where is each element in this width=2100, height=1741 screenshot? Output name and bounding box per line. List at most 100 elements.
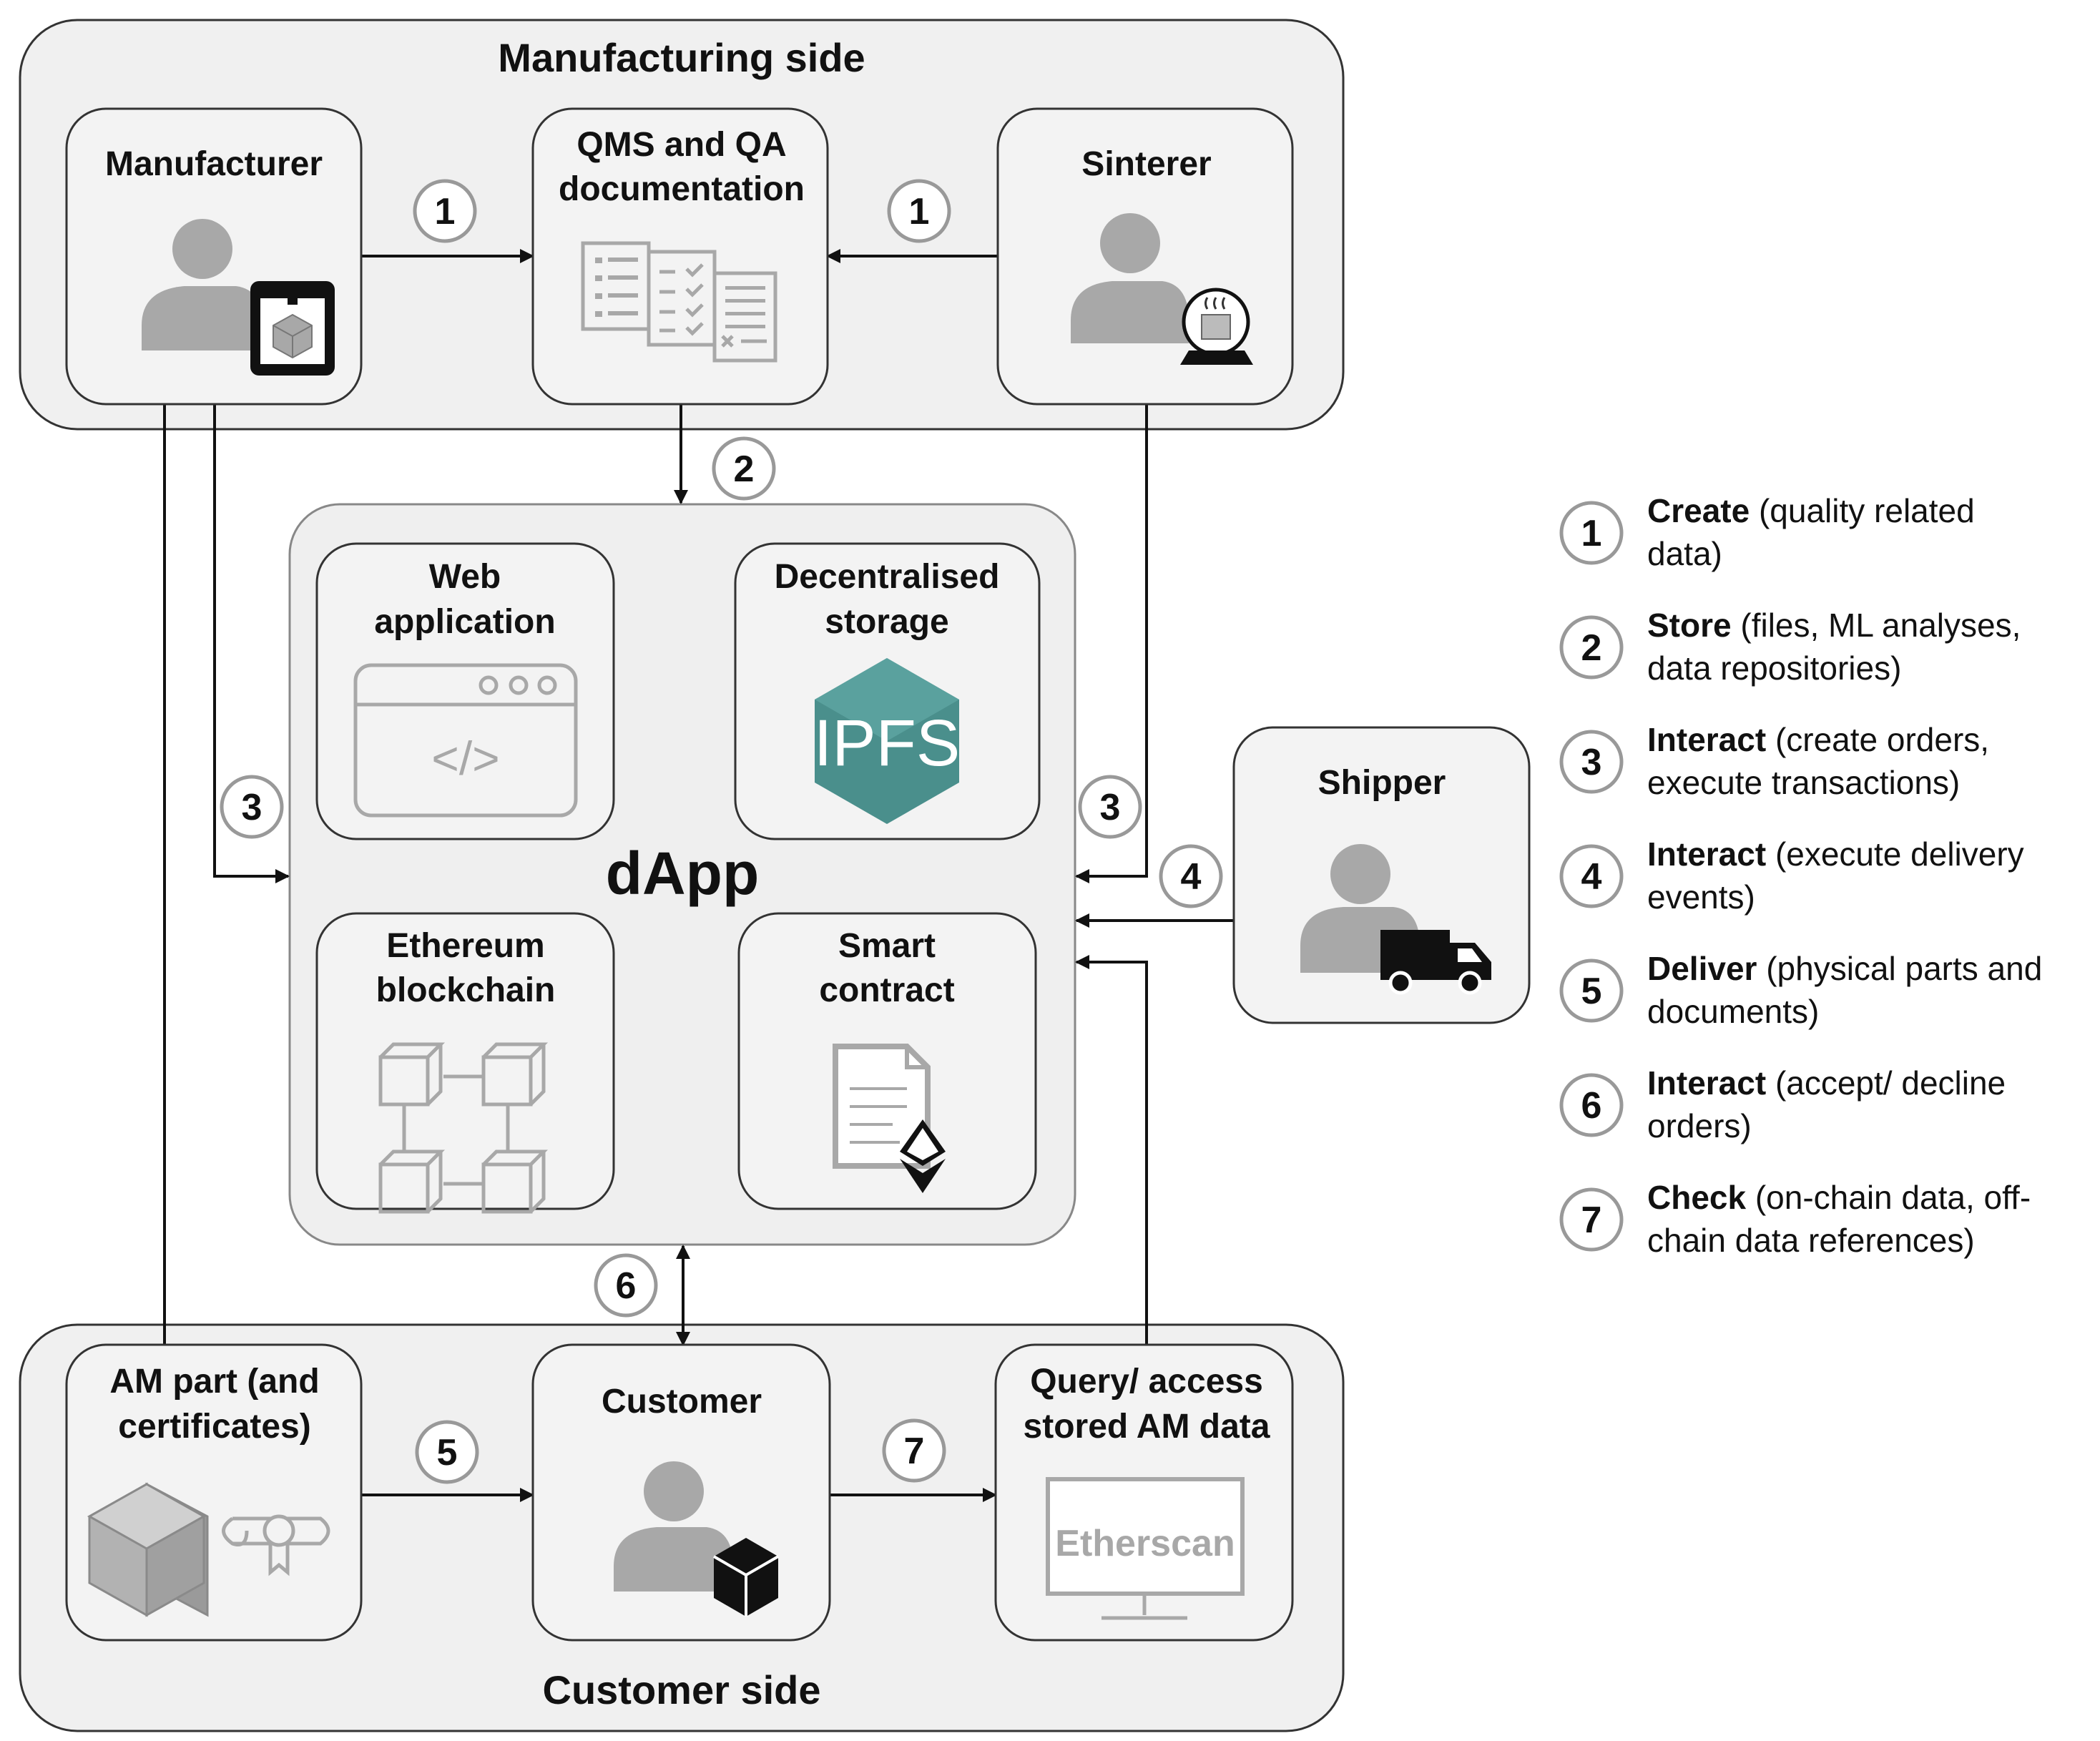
legend-verb: Interact (1647, 721, 1766, 758)
legend-number: 5 (1581, 971, 1602, 1012)
edge-badge: 3 (1078, 775, 1142, 839)
legend-number: 2 (1581, 627, 1602, 669)
manufacturer-label: Manufacturer (105, 145, 323, 183)
svg-text:Check (on-chain data, off-: Check (on-chain data, off- (1647, 1179, 2031, 1216)
legend-item: 6 Interact (accept/ decline orders) (1559, 1064, 2006, 1144)
legend-detail: orders) (1647, 1107, 1752, 1144)
legend-verb: Store (1647, 607, 1732, 644)
customer-node: Customer (531, 1343, 831, 1642)
legend-detail: (accept/ decline (1766, 1064, 2006, 1102)
legend-detail: (create orders, (1766, 721, 1989, 758)
svg-text:Create (quality related: Create (quality related (1647, 492, 1975, 529)
query-label-line2: stored AM data (1024, 1408, 1270, 1446)
edge-badges: 1 1 2 3 3 4 6 5 7 (220, 179, 1223, 1484)
manufacturing-side-title: Manufacturing side (498, 35, 865, 80)
svg-text:2: 2 (734, 448, 755, 490)
legend-verb: Interact (1647, 835, 1766, 873)
legend-detail: (quality related (1750, 492, 1975, 529)
dapp-title: dApp (606, 840, 760, 907)
svg-text:4: 4 (1181, 856, 1202, 898)
legend-detail: events) (1647, 878, 1755, 916)
legend-number: 1 (1581, 513, 1602, 554)
legend-item: 7 Check (on-chain data, off- chain data … (1559, 1179, 2031, 1259)
web-application-node: Web application </> (315, 542, 615, 840)
edge-badge: 1 (887, 179, 951, 243)
delivery-truck-icon (1380, 930, 1491, 995)
legend-detail: (physical parts and (1757, 950, 2042, 987)
svg-text:1: 1 (909, 191, 930, 232)
legend-item: 1 Create (quality related data) (1559, 492, 1975, 572)
svg-text:5: 5 (437, 1432, 458, 1473)
smart-contract-label-line1: Smart (838, 927, 936, 965)
legend-item: 2 Store (files, ML analyses, data reposi… (1559, 607, 2021, 687)
svg-text:6: 6 (616, 1265, 637, 1307)
edge-badge: 2 (712, 436, 776, 501)
customer-label: Customer (602, 1383, 762, 1421)
legend-item: 4 Interact (execute delivery events) (1559, 835, 2024, 916)
ethereum-blockchain-node: Ethereum blockchain (315, 912, 615, 1214)
legend-detail: (execute delivery (1766, 835, 2024, 873)
am-part-label-line1: AM part (and (109, 1363, 319, 1401)
person-icon (1071, 213, 1189, 343)
person-icon (614, 1461, 733, 1592)
edge-badge: 4 (1159, 844, 1223, 908)
legend-verb: Check (1647, 1179, 1746, 1216)
package-cube-icon (712, 1538, 780, 1617)
svg-text:Interact (accept/ decline: Interact (accept/ decline (1647, 1064, 2006, 1102)
smart-contract-label-line2: contract (819, 971, 954, 1009)
svg-text:3: 3 (1100, 787, 1121, 828)
blockchain-cubes-icon (378, 1042, 549, 1214)
svg-text:Store (files, ML analyses,: Store (files, ML analyses, (1647, 607, 2021, 644)
sintering-furnace-icon (1180, 288, 1253, 365)
qms-label-line1: QMS and QA (576, 126, 786, 164)
documents-icon (581, 241, 777, 363)
qms-documentation-node: QMS and QA documentation (531, 107, 829, 406)
legend-detail: (files, ML analyses, (1732, 607, 2021, 644)
am-part-label-line2: certificates) (118, 1408, 310, 1446)
webapp-label-line1: Web (429, 558, 501, 596)
legend-detail: data repositories) (1647, 649, 1901, 687)
legend-verb: Interact (1647, 1064, 1766, 1102)
smart-contract-node: Smart contract (737, 912, 1037, 1210)
query-label-line1: Query/ access (1030, 1363, 1263, 1401)
legend-detail: documents) (1647, 993, 1819, 1030)
ipfs-logo-text: IPFS (814, 707, 960, 780)
legend-detail: data) (1647, 535, 1722, 572)
storage-label-line1: Decentralised (775, 558, 1000, 596)
ipfs-logo-icon: IPFS (814, 658, 960, 824)
svg-text:Interact (execute delivery: Interact (execute delivery (1647, 835, 2024, 873)
am-part-node: AM part (and certificates) (65, 1343, 363, 1642)
ethereum-logo-icon (900, 1119, 946, 1193)
svg-text:7: 7 (904, 1431, 925, 1472)
legend-item: 3 Interact (create orders, execute trans… (1559, 721, 1989, 801)
cube-part-icon (87, 1482, 209, 1617)
manufacturer-node: Manufacturer (65, 107, 363, 406)
edge-badge: 6 (594, 1253, 658, 1318)
customer-side-title: Customer side (543, 1667, 821, 1712)
svg-text:1: 1 (435, 191, 456, 232)
svg-text:Interact (create orders,: Interact (create orders, (1647, 721, 1989, 758)
legend-number: 3 (1581, 742, 1602, 783)
legend: 1 Create (quality related data) 2 Store … (1559, 492, 2042, 1259)
certificate-scroll-icon (222, 1514, 330, 1576)
legend-item: 5 Deliver (physical parts and documents) (1559, 950, 2042, 1030)
3d-printer-icon (250, 281, 335, 376)
edge-query-to-dapp (1075, 955, 1148, 1346)
monitor-icon: Etherscan (1046, 1477, 1245, 1620)
svg-text:Deliver (physical parts and: Deliver (physical parts and (1647, 950, 2042, 987)
etherscan-text: Etherscan (1055, 1523, 1235, 1564)
sinterer-node: Sinterer (996, 107, 1294, 406)
svg-text:3: 3 (242, 787, 262, 828)
ethereum-label-line1: Ethereum (386, 927, 544, 965)
browser-window-icon: </> (353, 663, 578, 818)
legend-verb: Deliver (1647, 950, 1757, 987)
legend-detail: execute transactions) (1647, 764, 1960, 801)
shipper-label: Shipper (1318, 764, 1446, 802)
contract-document-icon (833, 1044, 931, 1169)
legend-detail: (on-chain data, off- (1746, 1179, 2031, 1216)
ethereum-label-line2: blockchain (376, 971, 556, 1009)
qms-label-line2: documentation (559, 170, 805, 208)
edge-sinterer-to-dapp (1075, 404, 1148, 883)
webapp-label-line2: application (374, 603, 555, 641)
